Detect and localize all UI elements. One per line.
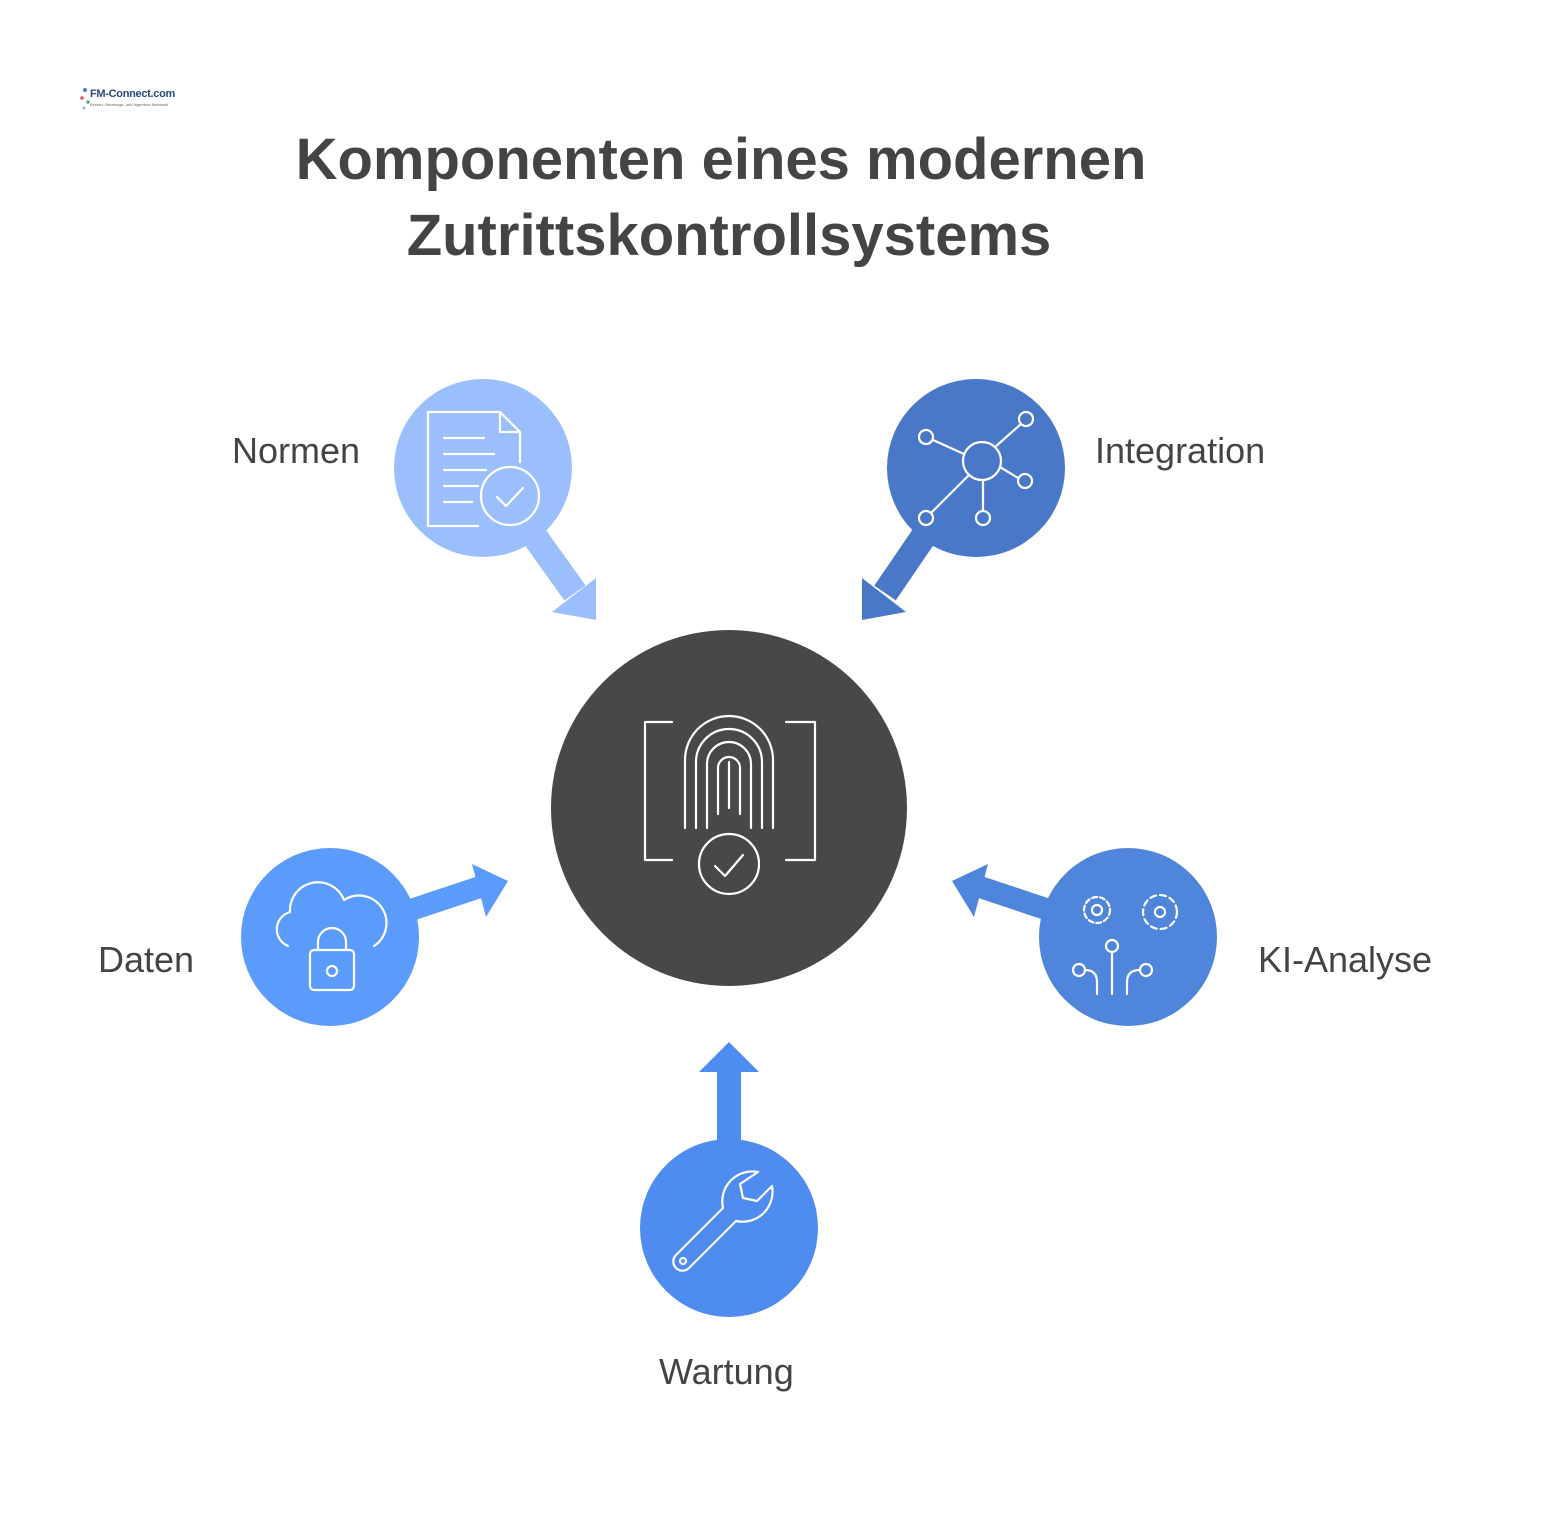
logo-mark-icon bbox=[80, 88, 90, 110]
center-node bbox=[551, 630, 907, 986]
network-hub-icon bbox=[917, 410, 1035, 527]
label-ki-analyse: KI-Analyse bbox=[1258, 939, 1433, 980]
daten-node bbox=[241, 848, 419, 1026]
title-line-2: Zutrittskontrollsystems bbox=[406, 203, 1052, 268]
label-integration: Integration bbox=[1095, 430, 1266, 471]
arrow-normen bbox=[519, 522, 596, 620]
wartung-node bbox=[640, 1139, 818, 1317]
logo-subtext: Berater, Beratungs- und Ingenieur-Netzwe… bbox=[90, 102, 169, 107]
page-title: Komponenten eines modernen Zutrittskontr… bbox=[0, 122, 1558, 274]
gears-circuit-icon bbox=[1071, 893, 1179, 996]
arrow-integration bbox=[862, 522, 939, 620]
arrow-daten bbox=[401, 864, 508, 923]
logo-text: FM-Connect.com bbox=[90, 88, 176, 100]
integration-node bbox=[887, 379, 1065, 557]
normen-node bbox=[394, 379, 572, 557]
fingerprint-check-icon bbox=[643, 714, 817, 896]
title-line-1: Komponenten eines modernen bbox=[295, 127, 1147, 192]
arrow-ki-analyse bbox=[952, 864, 1059, 923]
label-daten: Daten bbox=[98, 939, 195, 980]
label-normen: Normen bbox=[232, 430, 361, 471]
cloud-lock-icon bbox=[275, 881, 388, 992]
wrench-icon bbox=[672, 1170, 774, 1272]
logo: FM-Connect.com Berater, Beratungs- und I… bbox=[78, 82, 175, 118]
ki-analyse-node bbox=[1039, 848, 1217, 1026]
document-check-icon bbox=[426, 410, 541, 528]
label-wartung: Wartung bbox=[659, 1351, 794, 1392]
